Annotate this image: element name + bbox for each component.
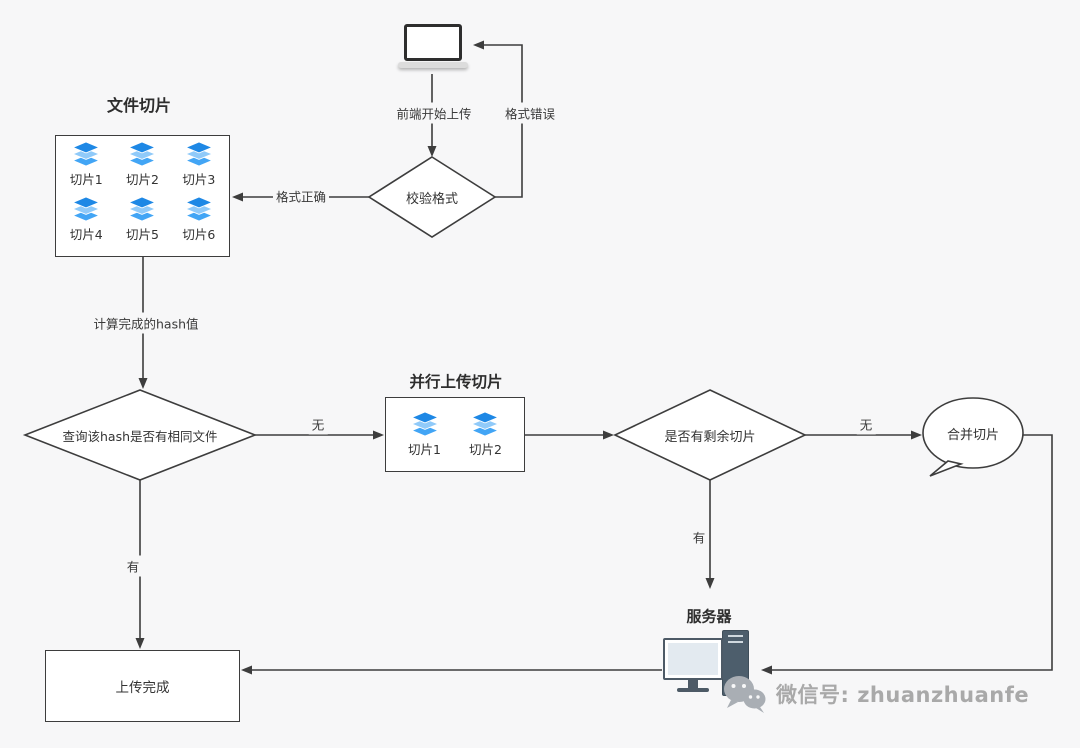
file-slicing-box: 切片1 切片2 切片3 切片4 切片5 切片6 bbox=[55, 135, 230, 257]
arrow-parallel-to-remaining bbox=[525, 430, 614, 440]
arrow-server-to-upload bbox=[241, 665, 662, 675]
slice-item: 切片3 bbox=[171, 142, 227, 195]
laptop-base bbox=[398, 62, 468, 68]
server-monitor bbox=[663, 638, 723, 680]
layers-icon bbox=[128, 142, 157, 166]
slice-label: 切片5 bbox=[126, 227, 159, 242]
layers-icon bbox=[410, 411, 439, 436]
slice-item: 切片6 bbox=[171, 197, 227, 250]
arrow-hash-to-parallel bbox=[255, 430, 384, 440]
edge-label-no-merge: 无 bbox=[856, 413, 876, 435]
validate-format-label: 校验格式 bbox=[405, 191, 458, 207]
parallel-upload-box: 切片1 切片2 bbox=[385, 397, 525, 472]
arrow-remaining-to-server bbox=[705, 480, 715, 589]
server-monitor-neck bbox=[688, 680, 698, 688]
slice-item: 切片2 bbox=[114, 142, 170, 195]
file-slicing-title: 文件切片 bbox=[106, 96, 172, 115]
server-tower-slot bbox=[728, 635, 743, 637]
parallel-upload-title: 并行上传切片 bbox=[409, 373, 503, 391]
slice-label: 切片2 bbox=[126, 172, 159, 187]
layers-icon bbox=[185, 197, 213, 221]
wechat-icon bbox=[724, 676, 766, 713]
validate-format-diamond bbox=[367, 156, 497, 238]
arrow-remaining-to-merge bbox=[805, 430, 922, 440]
edge-label-yes-server: 有 bbox=[689, 526, 709, 548]
hash-query-label: 查询该hash是否有相同文件 bbox=[62, 428, 218, 444]
slice-item: 切片1 bbox=[408, 411, 441, 458]
layers-icon bbox=[128, 197, 157, 221]
upload-complete-label: 上传完成 bbox=[115, 680, 170, 696]
slice-item: 切片5 bbox=[114, 197, 170, 250]
remaining-slices-label: 是否有剩余切片 bbox=[664, 429, 756, 445]
slice-label: 切片4 bbox=[69, 227, 103, 242]
edge-label-format-error: 格式错误 bbox=[501, 102, 559, 124]
edge-label-format-correct: 格式正确 bbox=[272, 185, 330, 207]
server-tower-slot bbox=[728, 641, 743, 643]
slice-item: 切片2 bbox=[469, 411, 502, 458]
slice-item: 切片1 bbox=[58, 142, 114, 195]
laptop-screen bbox=[404, 24, 462, 61]
merge-slices-label: 合并切片 bbox=[946, 427, 999, 443]
edge-label-frontend-start-upload: 前端开始上传 bbox=[393, 102, 475, 124]
edge-label-computed-hash: 计算完成的hash值 bbox=[90, 312, 202, 334]
edge-label-no-parallel: 无 bbox=[308, 413, 328, 435]
slice-label: 切片2 bbox=[469, 441, 502, 457]
upload-complete-box: 上传完成 bbox=[45, 650, 240, 722]
server-monitor-stand bbox=[677, 688, 709, 692]
merge-slices-ellipse bbox=[922, 397, 1024, 477]
layers-icon bbox=[185, 142, 213, 166]
slice-label: 切片1 bbox=[69, 172, 103, 187]
arrow-merge-to-server bbox=[761, 434, 1053, 675]
slice-item: 切片4 bbox=[58, 197, 114, 250]
layers-icon bbox=[72, 197, 100, 221]
edge-label-yes-upload: 有 bbox=[123, 555, 143, 577]
slice-label: 切片6 bbox=[182, 227, 216, 242]
server-title: 服务器 bbox=[686, 607, 732, 626]
laptop-icon bbox=[398, 24, 468, 72]
slice-label: 切片3 bbox=[182, 172, 216, 187]
layers-icon bbox=[72, 142, 100, 166]
layers-icon bbox=[471, 411, 499, 436]
watermark: 微信号: zhuanzhuanfe bbox=[722, 674, 1029, 714]
server-monitor-screen bbox=[668, 643, 718, 675]
slice-label: 切片1 bbox=[408, 441, 441, 457]
watermark-text: 微信号: zhuanzhuanfe bbox=[776, 683, 1030, 707]
